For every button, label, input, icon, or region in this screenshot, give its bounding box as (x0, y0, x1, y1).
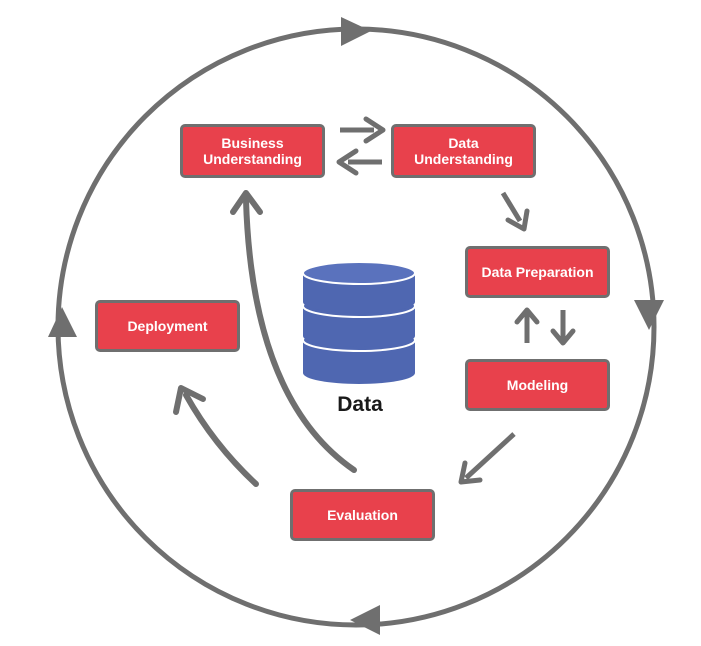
outer-arrow-right (634, 300, 664, 330)
node-label: Data Preparation (481, 264, 594, 280)
node-label: Data Understanding (414, 135, 513, 167)
outer-arrow-top (341, 17, 371, 46)
arrow-business-to-data-understanding (340, 116, 386, 144)
database-label: Data (337, 393, 383, 416)
node-business-understanding: Business Understanding (180, 124, 325, 178)
arrow-data-understanding-to-business (336, 148, 382, 176)
outer-arrow-left (48, 307, 77, 337)
node-label: Business Understanding (203, 135, 302, 167)
arrow-preparation-to-modeling (550, 310, 576, 346)
node-deployment: Deployment (95, 300, 240, 352)
node-data-preparation: Data Preparation (465, 246, 610, 298)
node-modeling: Modeling (465, 359, 610, 411)
node-label: Modeling (506, 377, 569, 393)
arrow-modeling-to-evaluation (458, 432, 516, 485)
arrow-modeling-to-preparation (514, 307, 540, 343)
node-data-understanding: Data Understanding (391, 124, 536, 178)
arrow-evaluation-to-business (230, 190, 357, 473)
node-label: Deployment (127, 318, 208, 334)
arrow-evaluation-to-deployment (173, 385, 259, 487)
outer-arrow-bottom (350, 605, 380, 635)
arrow-data-understanding-to-preparation (500, 191, 530, 232)
node-label: Evaluation (327, 507, 398, 523)
database-icon (302, 261, 416, 384)
node-evaluation: Evaluation (290, 489, 435, 541)
